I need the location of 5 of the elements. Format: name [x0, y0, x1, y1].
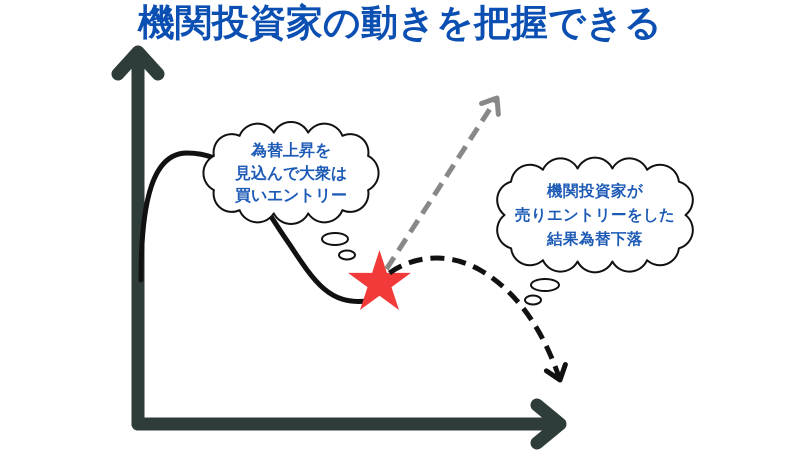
title: 機関投資家の動きを把握できる: [138, 1, 662, 45]
dashed-arrow: [388, 256, 568, 382]
bubble-text: 機関投資家が売りエントリーをした結果為替下落: [515, 181, 675, 250]
dashed-arrow: [384, 96, 501, 270]
bubble-text: 為替上昇を見込んで大衆は買いエントリー: [235, 139, 347, 206]
